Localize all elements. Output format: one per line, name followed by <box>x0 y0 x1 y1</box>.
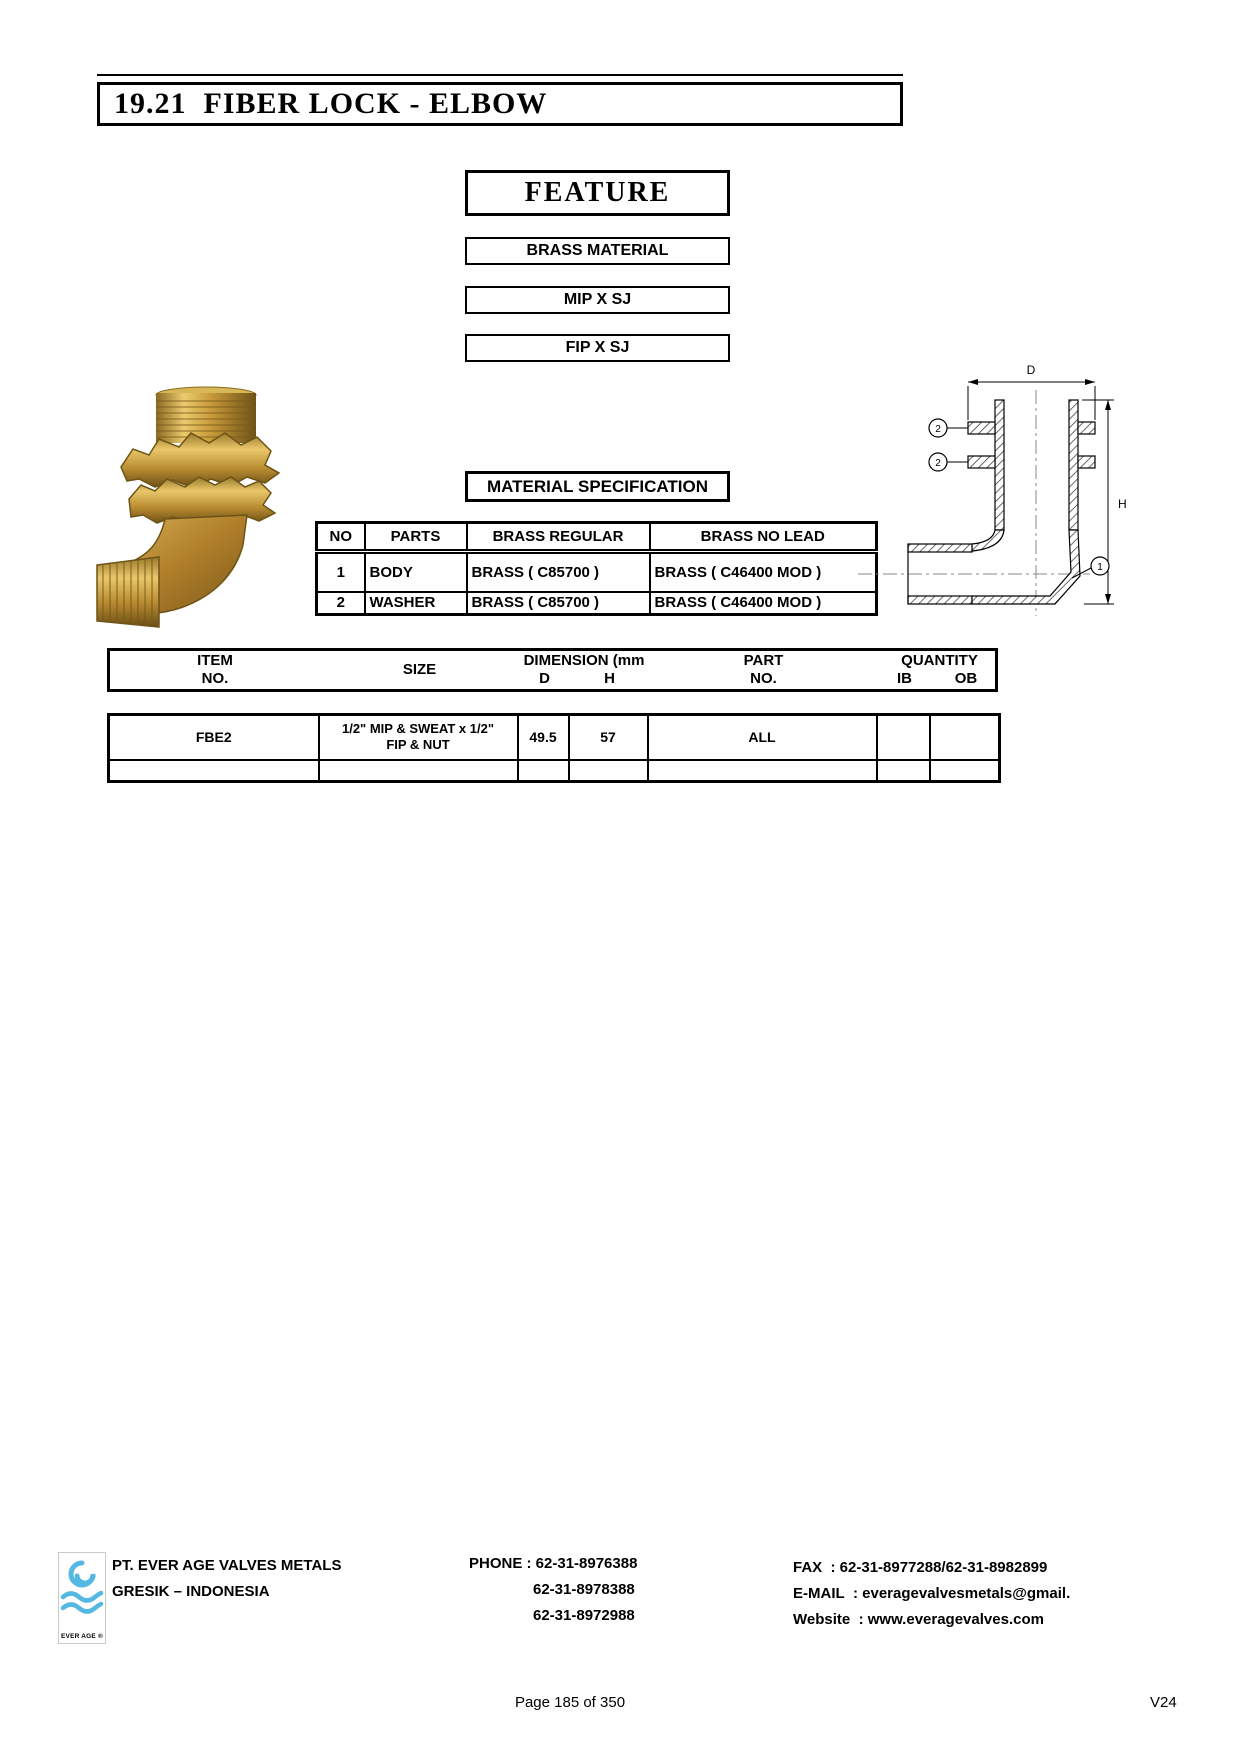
fax-line: FAX : 62-31-8977288/62-31-8982899 <box>793 1559 1048 1576</box>
material-col-parts: PARTS <box>363 521 468 554</box>
feature-item-brass-material: BRASS MATERIAL <box>465 237 730 265</box>
item-data-table: FBE2 1/2" MIP & SWEAT x 1/2" FIP & NUT 4… <box>107 713 1001 783</box>
item-col-dimension: DIMENSION (mm D H <box>519 651 649 689</box>
callout-1: 1 <box>1097 562 1103 573</box>
company-city: GRESIK – INDONESIA <box>112 1583 270 1600</box>
material-spec-heading: MATERIAL SPECIFICATION <box>465 471 730 502</box>
website-line: Website : www.everagevalves.com <box>793 1611 1044 1628</box>
item-col-label-h: H <box>604 670 615 687</box>
top-rule <box>97 74 903 76</box>
material-cell: BRASS ( C46400 MOD ) <box>648 550 878 593</box>
logo-caption: EVER AGE ® <box>61 1633 103 1640</box>
material-cell: BODY <box>363 550 468 593</box>
material-row-body: 1 BODY BRASS ( C85700 ) BRASS ( C46400 M… <box>315 550 878 593</box>
item-cell-size <box>317 758 519 783</box>
item-cell-ob <box>928 713 1001 761</box>
material-row-washer: 2 WASHER BRASS ( C85700 ) BRASS ( C46400… <box>315 590 878 616</box>
material-cell: BRASS ( C85700 ) <box>465 590 651 616</box>
email-line: E-MAIL : everagevalvesmetals@gmail. <box>793 1585 1071 1602</box>
item-cell-size: 1/2" MIP & SWEAT x 1/2" FIP & NUT <box>317 713 519 761</box>
version-label: V24 <box>1150 1694 1177 1711</box>
item-table-header: ITEM NO. SIZE DIMENSION (mm D H PART NO.… <box>107 648 998 692</box>
item-row-fbe2: FBE2 1/2" MIP & SWEAT x 1/2" FIP & NUT 4… <box>107 713 1001 761</box>
feature-item-fip-x-sj: FIP X SJ <box>465 334 730 362</box>
company-address: PT. EVER AGE VALVES METALS GRESIK – INDO… <box>112 1553 341 1605</box>
item-cell-ib <box>875 713 931 761</box>
item-cell-item-no <box>107 758 320 783</box>
material-cell: WASHER <box>363 590 468 616</box>
item-cell-d <box>516 758 570 783</box>
everage-wave-icon <box>60 1560 104 1614</box>
technical-drawing-elbow-section: D H 2 2 1 <box>858 363 1127 616</box>
page-title: 19.21 FIBER LOCK - ELBOW <box>97 82 903 126</box>
item-cell-item-no: FBE2 <box>107 713 320 761</box>
item-col-label: NO. <box>201 670 229 687</box>
item-cell-h <box>567 758 649 783</box>
item-col-item-no: ITEM NO. <box>110 651 320 689</box>
item-row-empty <box>107 758 1001 783</box>
item-col-label: SIZE <box>402 661 437 678</box>
material-header-row: NO PARTS BRASS REGULAR BRASS NO LEAD <box>315 521 878 554</box>
item-col-part-no: PART NO. <box>649 651 878 689</box>
material-cell: 1 <box>315 550 366 593</box>
item-cell-part-no <box>646 758 878 783</box>
feature-heading: FEATURE <box>465 170 730 216</box>
phone-line-1: PHONE : 62-31-8976388 <box>469 1555 638 1572</box>
material-cell: 2 <box>315 590 366 616</box>
material-cell: BRASS ( C85700 ) <box>465 550 651 593</box>
phone-line-3: 62-31-8972988 <box>533 1607 635 1624</box>
item-col-size: SIZE <box>320 651 519 689</box>
item-col-label-ib: IB <box>897 670 912 687</box>
item-col-label: QUANTITY <box>901 652 978 669</box>
material-col-brass-no-lead: BRASS NO LEAD <box>648 521 878 554</box>
item-cell-h: 57 <box>567 713 649 761</box>
callout-2b: 2 <box>935 458 941 469</box>
item-col-label: PART <box>743 652 784 669</box>
dim-d-label: D <box>1027 363 1036 377</box>
item-cell-d: 49.5 <box>516 713 570 761</box>
material-col-brass-regular: BRASS REGULAR <box>465 521 651 554</box>
material-col-no: NO <box>315 521 366 554</box>
item-cell-ib <box>875 758 931 783</box>
item-cell-ob <box>928 758 1001 783</box>
contact-block: FAX : 62-31-8977288/62-31-8982899 E-MAIL… <box>793 1555 1070 1633</box>
item-cell-part-no: ALL <box>646 713 878 761</box>
page-number: Page 185 of 350 <box>514 1694 626 1711</box>
material-cell: BRASS ( C46400 MOD ) <box>648 590 878 616</box>
dim-h-label: H <box>1118 497 1127 511</box>
item-col-label: ITEM <box>197 652 233 669</box>
product-photo-brass-elbow <box>96 386 281 628</box>
item-col-label: NO. <box>750 670 777 687</box>
feature-item-mip-x-sj: MIP X SJ <box>465 286 730 314</box>
material-spec-table: NO PARTS BRASS REGULAR BRASS NO LEAD 1 B… <box>315 521 878 616</box>
callout-2a: 2 <box>935 424 941 435</box>
phone-line-2: 62-31-8978388 <box>533 1581 635 1598</box>
item-col-label: DIMENSION (mm <box>523 652 645 669</box>
item-col-label-ob: OB <box>954 670 978 687</box>
size-line2: FIP & NUT <box>386 737 450 753</box>
item-col-label-d: D <box>539 670 550 687</box>
company-name: PT. EVER AGE VALVES METALS <box>112 1557 342 1574</box>
item-col-quantity: QUANTITY IB OB <box>878 651 1001 689</box>
size-line1: 1/2" MIP & SWEAT x 1/2" <box>341 721 494 737</box>
everage-logo: EVER AGE ® <box>58 1552 106 1644</box>
